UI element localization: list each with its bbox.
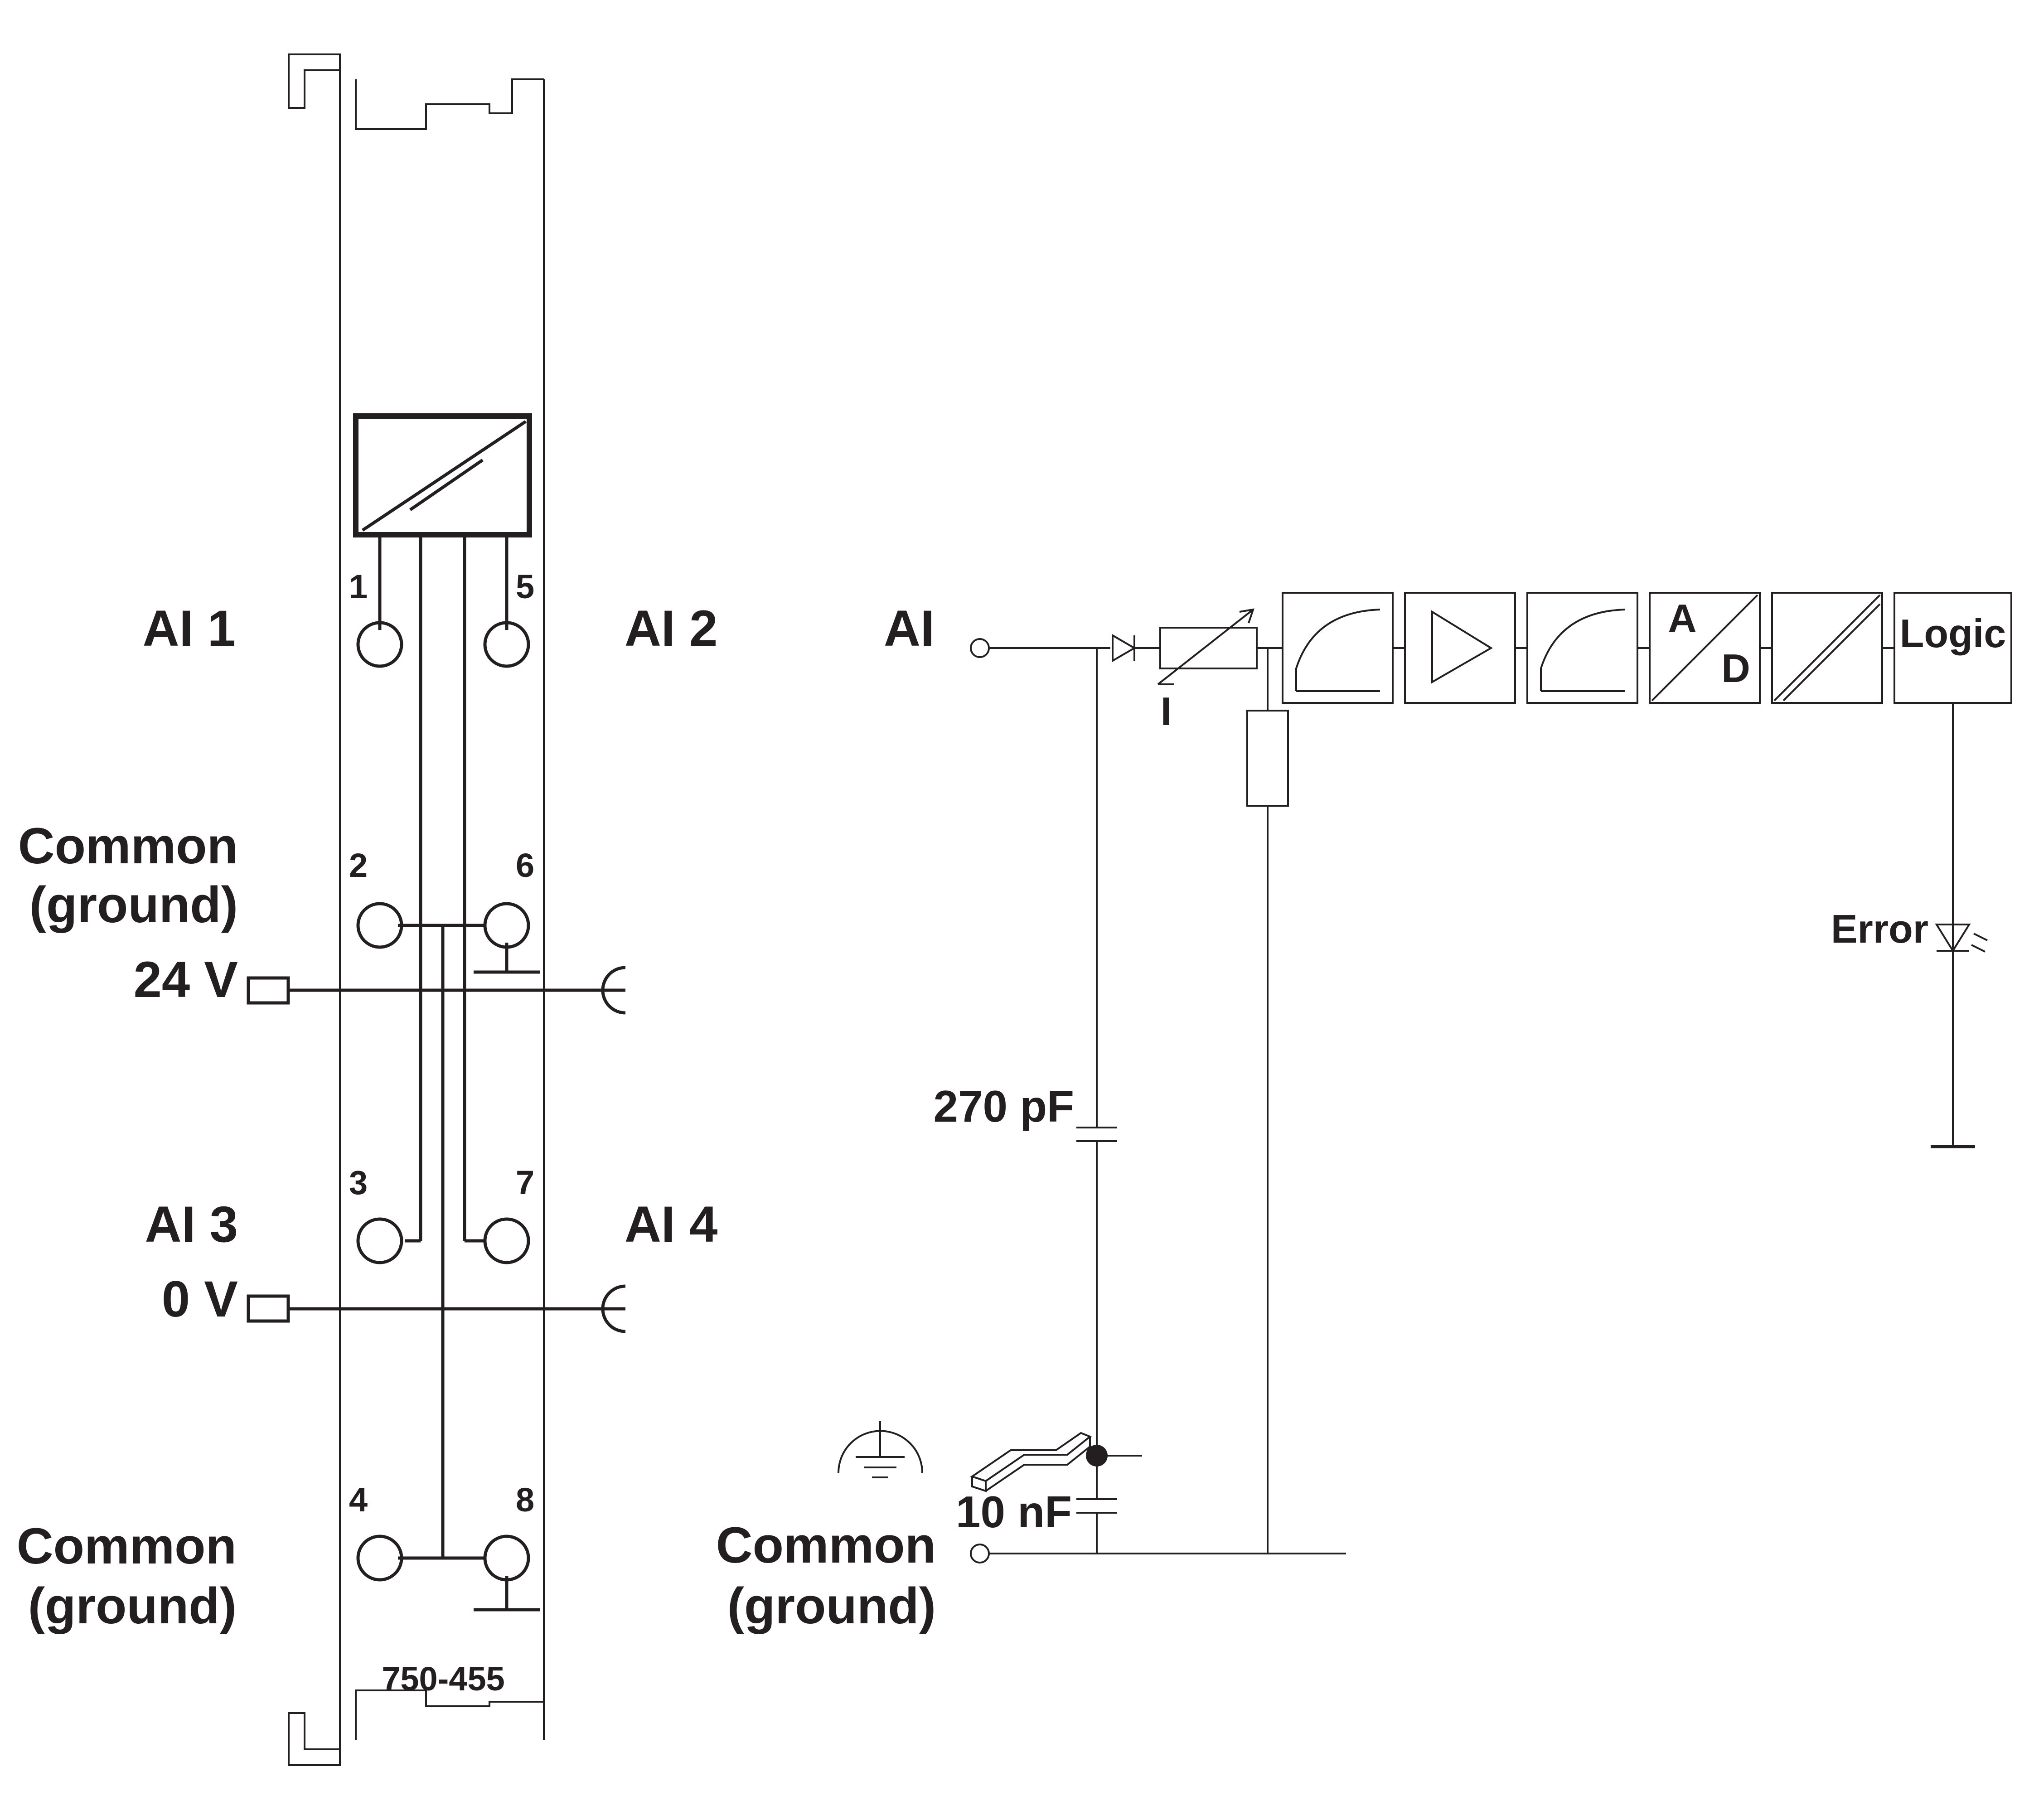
part-number: 750-455: [382, 1660, 505, 1698]
terminal-7: [483, 1217, 530, 1264]
label-ai1: AI 1: [143, 600, 236, 657]
contact-0v-right: [601, 1284, 626, 1333]
terminal-number-3: 3: [349, 1164, 368, 1201]
terminal-numbers: 1 5 2 6 3 7 4 8: [349, 568, 534, 1519]
contact-0v-left: [247, 1294, 290, 1323]
label-24v: 24 V: [134, 951, 238, 1008]
terminal-1: [356, 621, 403, 668]
terminal-4: [356, 1534, 403, 1582]
protective-earth-icon: [838, 1421, 923, 1478]
variable-resistor-symbol: I: [1161, 689, 1172, 734]
variable-resistor: I: [1157, 608, 1258, 734]
amplifier-block: [1404, 592, 1516, 704]
terminal-number-5: 5: [516, 568, 534, 605]
capacitor-branch: 270 pF 10 nF: [934, 648, 1142, 1554]
label-ai2: AI 2: [625, 600, 717, 657]
error-label: Error: [1831, 906, 1928, 951]
housing-top-clip: [288, 53, 341, 109]
terminal-5: [483, 621, 530, 668]
terminal-number-7: 7: [516, 1164, 534, 1201]
filter-block-1: [1282, 592, 1394, 704]
converter-block: [353, 413, 532, 537]
filter-block-2: [1526, 592, 1638, 704]
terminal-2: [356, 902, 403, 949]
terminal-number-4: 4: [349, 1481, 368, 1519]
contact-24v-left: [247, 976, 290, 1005]
housing-bottom-clip: [288, 1712, 341, 1766]
label-common-bottom-1: Common: [17, 1518, 237, 1574]
shunt-resistor: [1246, 710, 1289, 807]
label-ai4: AI 4: [625, 1196, 717, 1253]
circuit-common-label-2: (ground): [727, 1578, 936, 1634]
label-ai3: AI 3: [145, 1196, 238, 1253]
ai-input-terminal: [970, 638, 990, 658]
contact-24v-right: [601, 966, 626, 1015]
ad-converter-block: A D: [1649, 592, 1761, 704]
terminal-8: [483, 1534, 530, 1582]
common-input-terminal: [970, 1544, 990, 1563]
module-housing: [288, 53, 545, 1766]
led-icon: [1935, 924, 1971, 953]
module-internal-wiring: [289, 535, 625, 1612]
housing-bottom-notch: [355, 1689, 544, 1740]
circuit-ai-label: AI: [884, 600, 935, 657]
terminal-number-8: 8: [516, 1481, 534, 1519]
terminal-6: [483, 902, 530, 949]
terminal-number-6: 6: [516, 847, 534, 884]
terminal-3: [356, 1217, 403, 1264]
input-circuit: I: [716, 592, 2012, 1634]
label-common-bottom-2: (ground): [28, 1578, 237, 1634]
housing-body-outline: [339, 79, 545, 1740]
label-common-top-2: (ground): [29, 876, 238, 933]
label-0v: 0 V: [162, 1271, 238, 1327]
module-labels: AI 1 AI 2 Common (ground) 24 V AI 3 AI 4…: [17, 600, 718, 1698]
terminals: [356, 621, 530, 1582]
capacitor-270pf-label: 270 pF: [934, 1081, 1074, 1131]
capacitor-10nf-label: 10 nF: [956, 1487, 1072, 1537]
diode-symbol: [1112, 634, 1160, 663]
circuit-common-label-1: Common: [716, 1517, 936, 1573]
error-led-branch: Error: [1831, 703, 1988, 1148]
logic-block: Logic: [1894, 592, 2012, 704]
ad-label-a: A: [1668, 596, 1697, 641]
label-common-top-1: Common: [18, 818, 238, 874]
ad-label-d: D: [1721, 646, 1750, 691]
power-contacts: [247, 966, 626, 1333]
logic-label: Logic: [1900, 611, 2006, 656]
terminal-number-2: 2: [349, 847, 368, 884]
din-rail-icon: [970, 1432, 1092, 1492]
function-blocks: A D Logic: [1282, 592, 2012, 704]
housing-top-notch: [355, 78, 544, 130]
isolation-block: [1771, 592, 1883, 704]
terminal-number-1: 1: [349, 568, 368, 605]
